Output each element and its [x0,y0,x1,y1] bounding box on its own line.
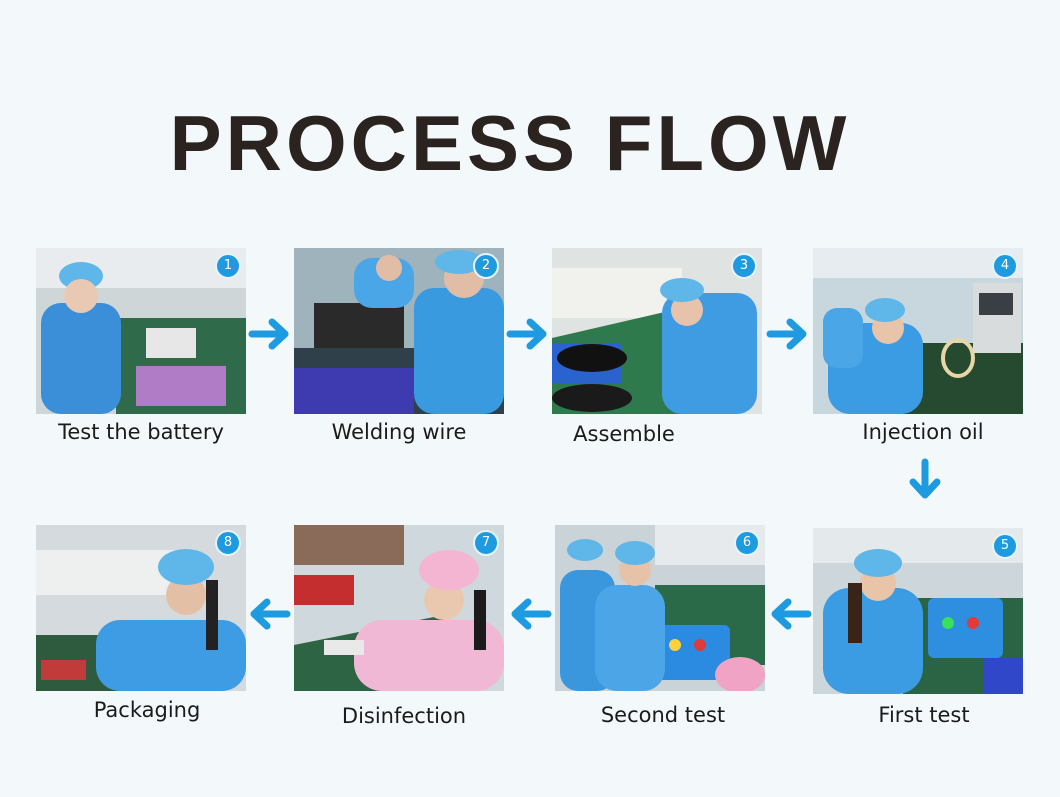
step-label: Test the battery [58,420,224,444]
photo-welding-wire [294,248,504,414]
step-2-photo: 2 [294,248,504,414]
step-6-photo: 6 [555,525,765,691]
step-label: Second test [600,703,726,727]
step-3-photo: 3 [552,248,762,414]
arrow-left-icon [771,598,812,630]
photo-first-test [813,528,1023,694]
step-label: Injection oil [862,420,984,444]
photo-second-test [555,525,765,691]
step-number-badge: 2 [473,253,499,279]
page-title: PROCESS FLOW [169,99,851,187]
photo-injection-oil [813,248,1023,414]
photo-packaging [36,525,246,691]
photo-disinfection [294,525,504,691]
step-4-photo: 4 [813,248,1023,414]
step-label: Disinfection [341,704,467,728]
step-1-photo: 1 [36,248,246,414]
step-7-photo: 7 [294,525,504,691]
arrow-left-icon [250,598,291,630]
arrow-left-icon [511,598,552,630]
step-number-badge: 6 [734,530,760,556]
step-number-badge: 7 [473,530,499,556]
step-number-badge: 4 [992,253,1018,279]
step-number-badge: 8 [215,530,241,556]
step-label: First test [878,703,970,727]
step-number-badge: 1 [215,253,241,279]
arrow-down-icon [909,458,941,499]
step-5-photo: 5 [813,528,1023,694]
arrow-right-icon [248,318,289,350]
step-label: Packaging [93,698,201,722]
step-label: Assemble [573,422,675,446]
photo-assemble [552,248,762,414]
arrow-right-icon [506,318,547,350]
arrow-right-icon [766,318,807,350]
step-8-photo: 8 [36,525,246,691]
step-label: Welding wire [331,420,467,444]
photo-test-battery [36,248,246,414]
step-number-badge: 5 [992,533,1018,559]
step-number-badge: 3 [731,253,757,279]
